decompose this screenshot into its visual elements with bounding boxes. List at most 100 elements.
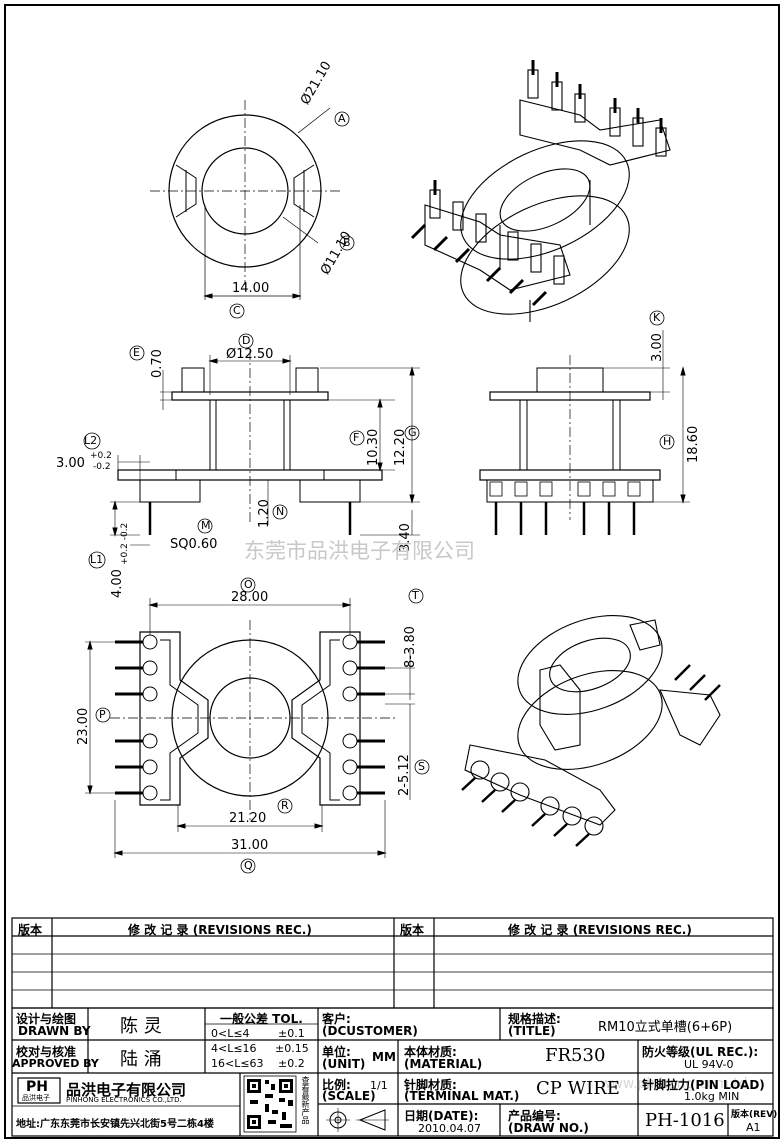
bottom-view [85,577,430,874]
label-e: E [133,346,140,359]
dim-p: 23.00 [76,707,91,745]
title-label: 规格描述: [508,1012,561,1026]
dim-k: 3.00 [650,333,665,362]
tol-range-0: 0<L≤4 [211,1027,250,1040]
side-view [479,310,690,535]
label-t: T [412,589,419,602]
label-p: P [99,708,106,721]
rev-col-version-right: 版本 [400,923,425,937]
label-n: N [276,505,285,518]
label-r: R [281,799,289,812]
title-block-lines [11,1007,774,1137]
watermark-url: www.pinhong.com.td [600,1076,748,1092]
dim-a: Ø21.10 [298,58,335,108]
scale-en: (SCALE) [322,1089,376,1103]
tol-value-0: ±0.1 [278,1027,305,1040]
pinload-value: 1.0kg MIN [684,1090,740,1103]
terminal-value: CP WIRE [536,1078,620,1099]
projection-symbol-icon [326,1108,389,1132]
dim-h: 18.60 [686,425,701,463]
top-view [150,100,355,319]
label-f: F [353,431,360,444]
date-value: 2010.04.07 [418,1122,481,1135]
terminal-label: 针脚材质: [404,1078,457,1092]
rev-label: 版本(REV): [731,1110,781,1120]
dim-t: 8-3.80 [403,626,418,668]
rev-col-rec-left: 修 改 记 录 (REVISIONS REC.) [128,923,312,937]
flame-value: UL 94V-0 [684,1058,734,1071]
dim-c: 14.00 [232,281,270,296]
customer-en: (DCUSTOMER) [322,1024,418,1038]
designer-name: 陈 灵 [120,1016,162,1037]
dim-s: 2-5.12 [397,754,412,796]
label-k: K [653,311,661,324]
label-l1: L1 [90,553,104,566]
dim-q: 31.00 [231,838,269,853]
qr-caption: 查看最新产品 [301,1076,310,1124]
label-h: H [663,435,672,448]
title-value: RM10立式单槽(6+6P) [598,1020,733,1035]
company-cn: 品洪电子有限公司 [66,1081,187,1099]
customer-label: 客户: [322,1012,351,1026]
dim-m: SQ0.60 [170,537,218,552]
title-en: (TITLE) [508,1024,556,1038]
label-q: Q [244,859,253,872]
tol-value-1: ±0.15 [275,1042,309,1055]
label-b: B [343,236,351,249]
dim-e: 0.70 [150,349,165,378]
rev-col-rec-right: 修 改 记 录 (REVISIONS REC.) [508,923,692,937]
checker-label-cn: 校对与核准 [16,1045,77,1059]
iso-view-bottom [461,614,721,847]
dim-l1-main: 4.00 [110,569,125,598]
designer-label-en: DRAWN BY [18,1024,91,1038]
label-g: G [408,426,417,439]
tol-range-2: 16<L≤63 [211,1057,264,1070]
label-l2: L2 [84,434,98,447]
label-m: M [201,519,211,532]
watermark: 东莞市品洪电子有限公司 [244,539,475,563]
dim-l2-tol-bot: -0.2 [93,462,111,472]
scale-value: 1/1 [370,1079,388,1092]
dim-l1-tol: +0.2 -0.2 [120,522,130,565]
qr-code [243,1075,297,1133]
checker-label-en: APPROVED BY [12,1057,99,1070]
drawing-frame [4,4,780,1139]
dim-r: 21.20 [229,811,267,826]
address: 地址:广东东莞市长安镇先兴北街5号二栋4楼 [16,1119,214,1130]
dim-l2-tol-top: +0.2 [90,451,112,461]
rev-value: A1 [746,1121,761,1134]
flame-label: 防火等级(UL REC.): [642,1045,759,1059]
rev-col-version-left: 版本 [18,923,43,937]
designer-label-cn: 设计与绘图 [16,1012,77,1026]
drawno-value: PH-1016 [645,1110,725,1131]
unit-value: MM [372,1050,396,1064]
pinload-label: 针脚拉力(PIN LOAD) [642,1078,765,1092]
dim-d: Ø12.50 [226,347,274,362]
dim-n: 1.20 [257,499,272,528]
label-c: C [233,304,241,317]
scale-label: 比例: [322,1078,351,1092]
drawno-label: 产品编号: [508,1109,561,1123]
checker-name: 陆 涌 [120,1049,162,1070]
material-value: FR530 [545,1045,606,1066]
tol-title: 一般公差 TOL. [220,1012,303,1026]
dim-g: 12.20 [393,428,408,466]
dim-o: 28.00 [231,590,269,605]
tol-range-1: 4<L≤16 [211,1042,257,1055]
label-s: S [418,760,425,773]
material-label: 本体材质: [404,1045,457,1059]
date-label: 日期(DATE): [404,1109,479,1123]
dim-l2-main: 3.00 [56,456,85,471]
tol-value-2: ±0.2 [278,1057,305,1070]
unit-label: 单位: [322,1045,351,1059]
logo-sub: 品洪电子 [22,1094,50,1102]
material-en: (MATERIAL) [404,1057,483,1071]
label-d: D [242,334,251,347]
terminal-en: (TERMINAL MAT.) [404,1089,520,1103]
unit-en: (UNIT) [322,1057,366,1071]
label-o: O [244,578,253,591]
iso-view-top [410,60,671,322]
